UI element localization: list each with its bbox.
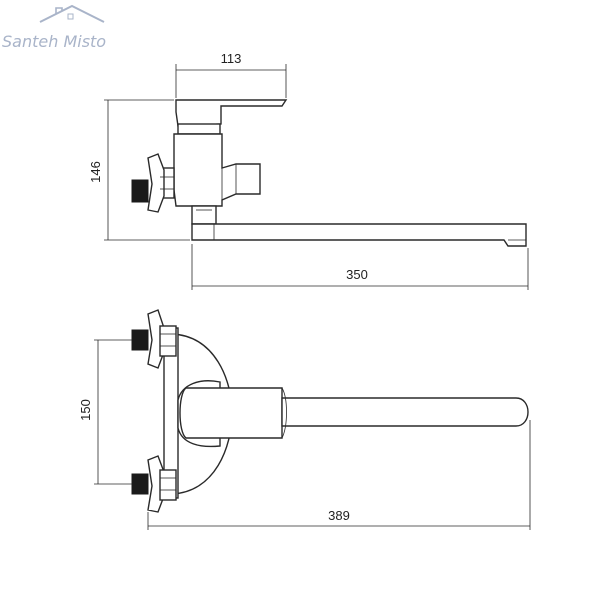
side-view-drawing bbox=[131, 99, 527, 247]
upper-thread bbox=[131, 329, 149, 351]
dim-label-150: 150 bbox=[78, 399, 93, 421]
lower-nut bbox=[159, 469, 177, 501]
upper-inlet bbox=[131, 309, 177, 369]
dim-label-146: 146 bbox=[88, 161, 103, 183]
dimension-total-length: 389 bbox=[147, 420, 531, 530]
logo-text: Santeh Misto bbox=[2, 32, 106, 51]
dim-label-389: 389 bbox=[328, 508, 350, 523]
dimension-height: 146 bbox=[88, 99, 190, 241]
dimension-lever-width: 113 bbox=[175, 51, 287, 98]
cartridge-cap bbox=[177, 123, 221, 135]
top-view-drawing bbox=[131, 309, 529, 513]
dim-label-350: 350 bbox=[346, 267, 368, 282]
lower-thread bbox=[131, 473, 149, 495]
upper-nut bbox=[159, 325, 177, 357]
house-roof-icon bbox=[39, 4, 105, 23]
spout-connector bbox=[191, 205, 217, 225]
lever bbox=[179, 387, 283, 439]
spout-top bbox=[281, 397, 529, 427]
wall-flange bbox=[147, 153, 165, 213]
lever-handle bbox=[175, 99, 288, 127]
brand-logo: Santeh Misto bbox=[2, 4, 106, 51]
threaded-inlet bbox=[131, 179, 149, 203]
mixer-body bbox=[173, 133, 261, 207]
dimension-inlet-spacing: 150 bbox=[78, 339, 132, 485]
dimension-spout-length: 350 bbox=[191, 244, 529, 290]
spout bbox=[191, 223, 527, 247]
lower-inlet bbox=[131, 455, 177, 513]
dim-label-113: 113 bbox=[221, 51, 242, 66]
